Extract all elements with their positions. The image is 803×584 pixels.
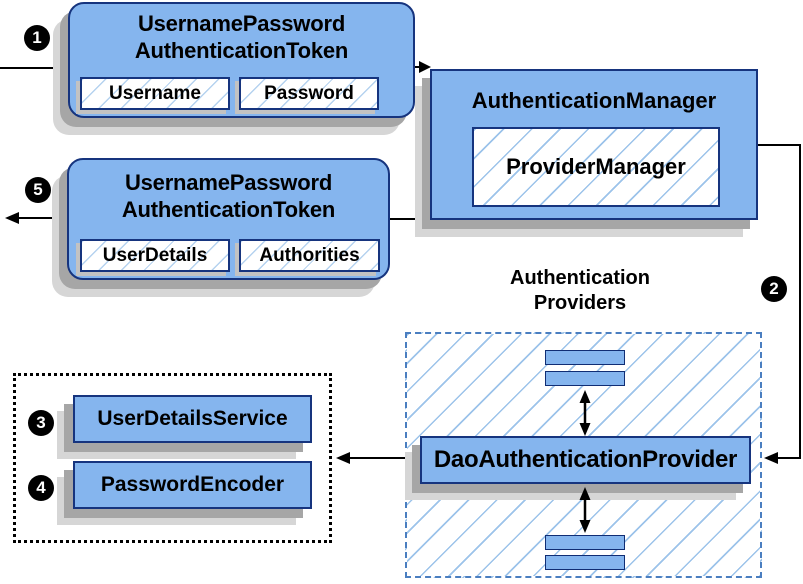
user-details-service-box: UserDetailsService xyxy=(73,395,312,443)
authentication-manager-title: AuthenticationManager xyxy=(471,88,717,113)
arrow-token-to-manager xyxy=(414,61,431,73)
request-token-title-line1: UsernamePassword xyxy=(137,11,346,36)
step-2-badge: 2 xyxy=(761,276,787,302)
result-token-title-line1: UsernamePassword xyxy=(124,170,333,195)
step-5-badge: 5 xyxy=(25,177,51,203)
result-token-box: UsernamePassword AuthenticationToken Use… xyxy=(67,158,390,280)
result-token-title-line2: AuthenticationToken xyxy=(121,197,336,222)
arrow-manager-to-dao-provider xyxy=(758,144,801,464)
provider-placeholder-bar xyxy=(545,555,625,570)
provider-placeholder-bar xyxy=(545,535,625,550)
dao-authentication-provider-box: DaoAuthenticationProvider xyxy=(420,436,751,484)
double-arrow-icon xyxy=(579,487,591,533)
double-arrow-icon xyxy=(579,390,591,436)
provider-placeholder-bar xyxy=(545,371,625,386)
step-4-badge: 4 xyxy=(28,475,54,501)
result-token-title: UsernamePassword AuthenticationToken xyxy=(69,160,388,223)
authentication-providers-label-line2: Providers xyxy=(533,292,627,314)
authorities-field-box: Authorities xyxy=(239,239,380,272)
step-1-badge: 1 xyxy=(24,25,50,51)
authentication-providers-group: DaoAuthenticationProvider xyxy=(405,332,762,578)
request-token-box: UsernamePassword AuthenticationToken Use… xyxy=(68,2,415,118)
password-field-box: Password xyxy=(239,77,379,110)
username-field-box: Username xyxy=(80,77,230,110)
authentication-providers-label-line1: Authentication xyxy=(510,267,650,289)
services-group xyxy=(13,373,332,543)
request-token-title-line2: AuthenticationToken xyxy=(134,38,349,63)
user-details-field-box: UserDetails xyxy=(80,239,230,272)
step-3-badge: 3 xyxy=(28,410,54,436)
password-encoder-box: PasswordEncoder xyxy=(73,461,312,509)
provider-manager-box: ProviderManager xyxy=(472,127,720,207)
authentication-providers-label: Authentication Providers xyxy=(470,266,690,316)
arrow-result-token-out xyxy=(5,212,66,224)
request-token-title: UsernamePassword AuthenticationToken xyxy=(70,4,413,64)
authentication-manager-box: AuthenticationManager ProviderManager xyxy=(430,69,758,220)
provider-placeholder-bar xyxy=(545,350,625,365)
